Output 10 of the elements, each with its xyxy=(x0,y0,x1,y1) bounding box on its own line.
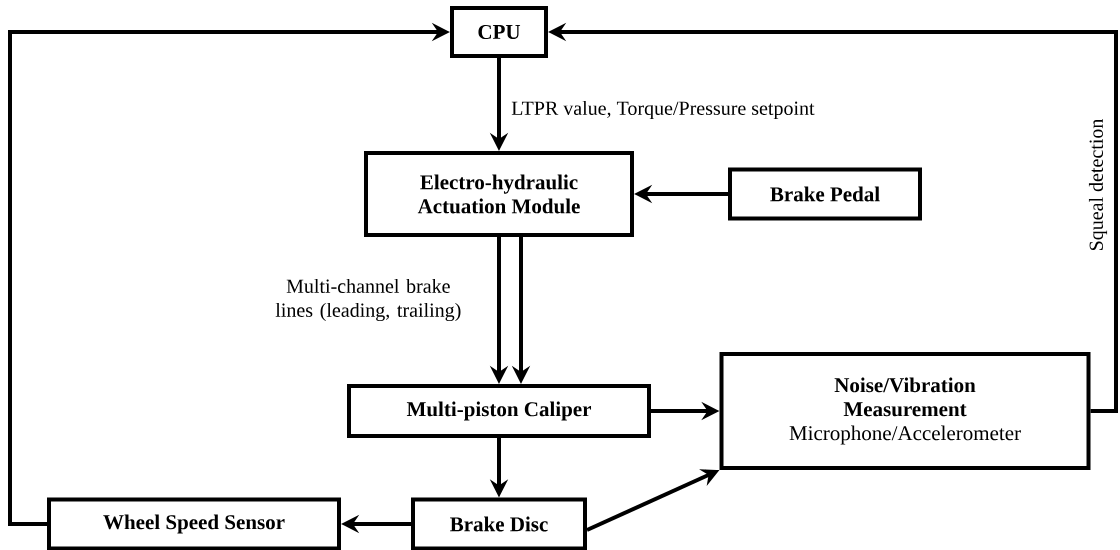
process-box: Multi-piston Caliper xyxy=(347,384,651,438)
edge-label: Multi-channel brake lines (leading, trailing) xyxy=(275,278,461,322)
process-box: Electro-hydraulic Actuation Module xyxy=(364,151,634,237)
edge-label: Squeal detection xyxy=(1088,118,1108,251)
process-box: Brake Pedal xyxy=(728,167,922,221)
process-box: Wheel Speed Sensor xyxy=(47,497,341,550)
edge-label: LTPR value, Torque/Pressure setpoint xyxy=(511,100,815,120)
process-box: CPU xyxy=(450,6,548,58)
process-box: Noise/Vibration Measurement Microphone/Accelerometer xyxy=(719,352,1091,470)
process-box: Brake Disc xyxy=(411,497,587,550)
